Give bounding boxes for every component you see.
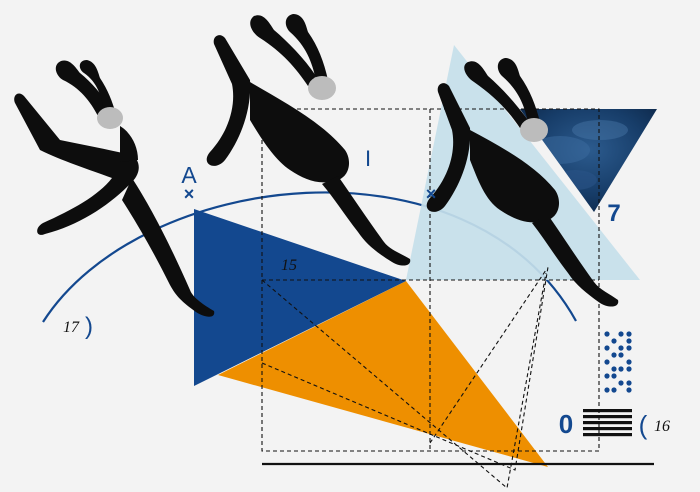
dark-blue-triangle xyxy=(194,209,406,386)
dancer-2 xyxy=(206,14,411,266)
cross-marker-i: × xyxy=(426,184,437,204)
orange-triangle xyxy=(218,281,548,467)
barcode-lines-icon xyxy=(583,409,632,437)
label-number-16: 16 xyxy=(654,418,670,435)
label-paren-close: ) xyxy=(85,313,93,340)
label-number-0: 0 xyxy=(559,409,573,439)
label-letter-a: A xyxy=(181,162,197,188)
cross-markers: × × xyxy=(184,184,437,204)
label-number-17: 17 xyxy=(63,319,80,336)
dashed-frames xyxy=(261,108,600,490)
dot-matrix-icon xyxy=(604,331,632,393)
dancer-3 xyxy=(426,58,619,307)
label-paren-open: ( xyxy=(639,410,648,440)
dancer-1 xyxy=(14,60,215,317)
label-letter-i: I xyxy=(365,146,371,171)
label-number-15: 15 xyxy=(281,257,297,274)
cross-marker-a: × xyxy=(184,184,195,204)
label-number-7: 7 xyxy=(607,200,620,227)
